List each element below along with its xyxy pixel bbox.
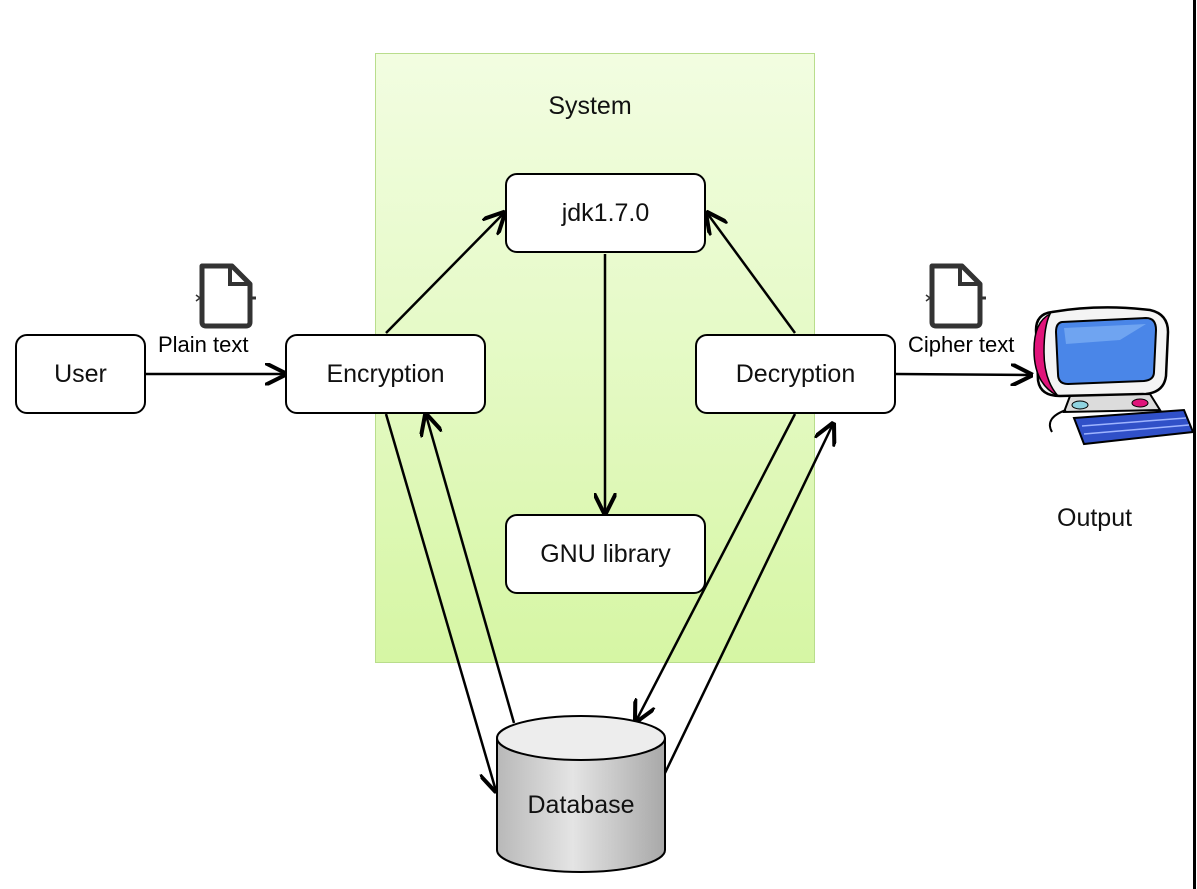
database-label: Database — [527, 791, 635, 819]
jdk-node: jdk1.7.0 — [505, 173, 706, 253]
decryption-label: Decryption — [735, 359, 856, 388]
document-icon — [195, 263, 256, 329]
decryption-node: Decryption — [695, 334, 896, 414]
plain-text-label: Plain text — [158, 332, 249, 357]
output-label: Output — [1057, 504, 1133, 532]
user-node: User — [15, 334, 146, 414]
arrow-encryption-to-jdk — [385, 213, 504, 334]
encryption-node: Encryption — [285, 334, 486, 414]
cipher-text-label: Cipher text — [908, 332, 1015, 357]
gnu-library-node: GNU library — [505, 514, 706, 594]
computer-monitor-icon — [1033, 306, 1195, 446]
arrow-encryption-to-database — [384, 413, 496, 791]
arrow-database-to-encryption — [426, 415, 516, 724]
document-icon — [925, 263, 986, 329]
encryption-label: Encryption — [326, 359, 445, 388]
arrow-decryption-to-database — [636, 413, 797, 721]
gnu-library-label: GNU library — [540, 539, 671, 568]
system-title: System — [548, 92, 632, 120]
database-cylinder-icon — [496, 715, 666, 873]
arrow-database-to-decryption — [663, 424, 833, 774]
page-edge-divider — [1193, 0, 1196, 889]
arrow-decryption-to-output — [895, 374, 1031, 375]
arrow-decryption-to-jdk — [707, 213, 797, 334]
user-label: User — [54, 359, 107, 388]
jdk-label: jdk1.7.0 — [561, 198, 650, 227]
